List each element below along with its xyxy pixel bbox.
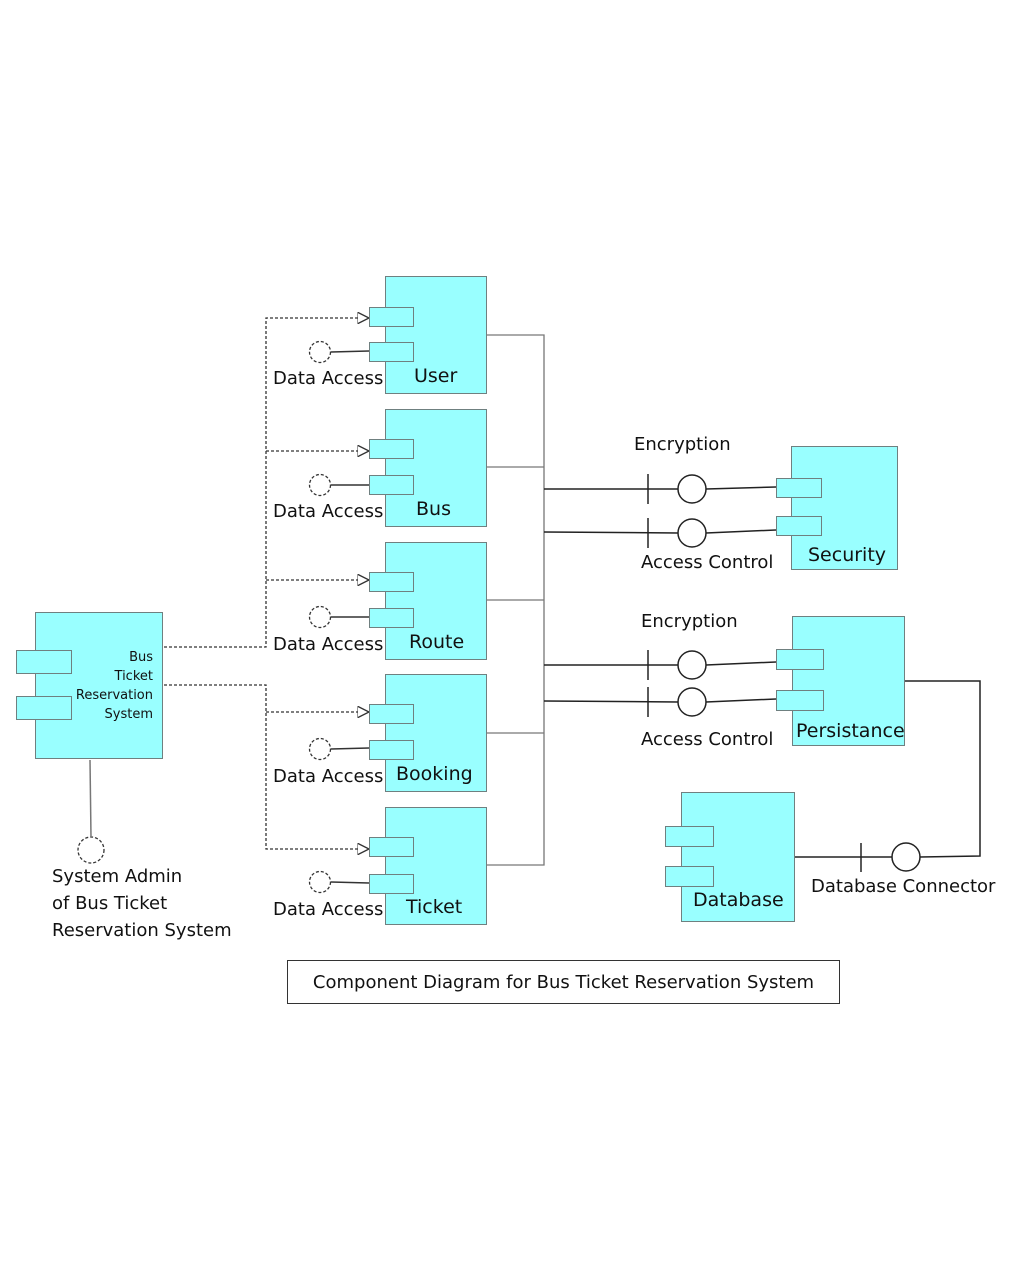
persistance-encryption-label: Encryption: [641, 611, 738, 632]
database-component[interactable]: [681, 792, 795, 922]
data-access-label: Data Access: [273, 899, 384, 920]
component-tab: [776, 516, 822, 536]
component-tab: [16, 650, 72, 674]
database-connector-socket: [891, 842, 921, 872]
main-component-name: Bus Ticket Reservation System: [75, 650, 153, 722]
booking-component-name: Booking: [396, 763, 473, 785]
component-tab: [369, 307, 414, 327]
security-component-name: Security: [808, 544, 887, 566]
component-tab: [369, 608, 414, 628]
security-encryption-label: Encryption: [634, 434, 731, 455]
security-encryption-socket: [677, 474, 707, 504]
component-tab: [776, 478, 822, 498]
bus-component[interactable]: [385, 409, 487, 527]
component-tab: [369, 874, 414, 894]
admin-connector: [89, 759, 92, 838]
persistance-component[interactable]: [792, 616, 905, 746]
dependency-ticket: [164, 684, 369, 849]
data-access-interface-booking: [308, 737, 332, 761]
data-access-label: Data Access: [273, 368, 384, 389]
data-access-interface-user: [308, 340, 332, 364]
component-tab: [369, 342, 414, 362]
user-component[interactable]: [385, 276, 487, 394]
bus-component-name: Bus: [416, 498, 451, 520]
component-tab: [369, 572, 414, 592]
component-tab: [369, 837, 414, 857]
data-access-label: Data Access: [273, 766, 384, 787]
admin-label: System Admin of Bus Ticket Reservation S…: [52, 866, 232, 941]
diagram-title: Component Diagram for Bus Ticket Reserva…: [287, 960, 840, 1004]
data-access-label: Data Access: [273, 501, 384, 522]
ticket-component[interactable]: [385, 807, 487, 925]
data-access-label: Data Access: [273, 634, 384, 655]
ticket-component-name: Ticket: [406, 896, 463, 918]
security-access-control-socket: [677, 518, 707, 548]
component-tab: [369, 439, 414, 459]
user-component-name: User: [414, 365, 458, 387]
dependency-user: [164, 318, 369, 648]
persistance-component-name: Persistance: [796, 720, 905, 742]
component-tab: [776, 649, 824, 670]
persistance-encryption-socket: [677, 650, 707, 680]
security-component[interactable]: [791, 446, 898, 570]
database-component-name: Database: [693, 889, 784, 911]
component-tab: [665, 866, 714, 887]
route-component-name: Route: [409, 631, 465, 653]
database-connector-label: Database Connector: [811, 876, 996, 897]
component-tab: [776, 690, 824, 711]
booking-component[interactable]: [385, 674, 487, 792]
component-tab: [369, 740, 414, 760]
bus-ticket-reservation-system-component[interactable]: [35, 612, 163, 759]
component-tab: [369, 704, 414, 724]
persistance-access-control-socket: [677, 687, 707, 717]
route-component[interactable]: [385, 542, 487, 660]
component-tab: [16, 696, 72, 720]
admin-interface: [77, 836, 105, 864]
data-access-interface-bus: [308, 473, 332, 497]
data-access-interface-route: [308, 605, 332, 629]
persistance-access-control-label: Access Control: [641, 729, 774, 750]
security-access-control-label: Access Control: [641, 552, 774, 573]
component-tab: [665, 826, 714, 847]
data-access-interface-ticket: [308, 870, 332, 894]
component-tab: [369, 475, 414, 495]
